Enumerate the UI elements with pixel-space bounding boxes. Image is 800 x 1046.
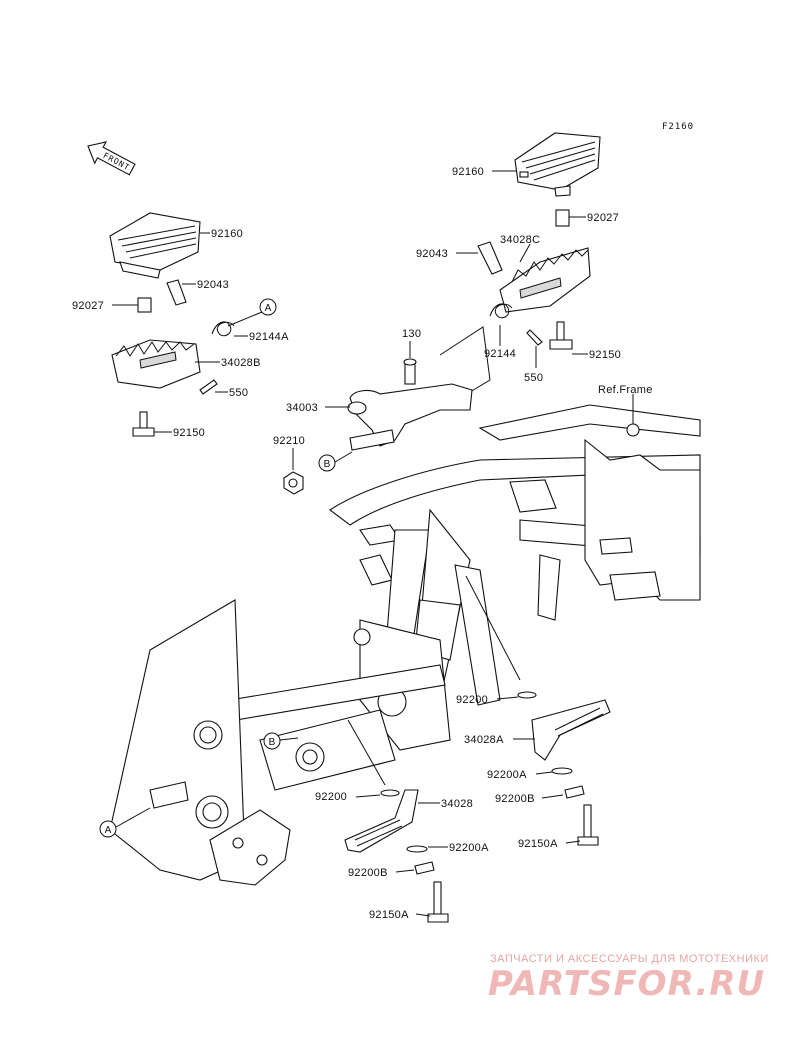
label-s-34028a: 34028A xyxy=(464,734,504,746)
label-r-550: 550 xyxy=(524,372,543,384)
circle-ref-b-top: B xyxy=(324,459,331,470)
pin-92150a-lower xyxy=(427,881,449,923)
figure-code: F2160 xyxy=(662,122,694,132)
washer-92200a-lower xyxy=(406,845,428,853)
label-l-92144a: 92144A xyxy=(249,331,289,343)
clip-92200b-upper xyxy=(564,785,585,799)
pin-92150a-upper xyxy=(577,804,599,846)
circle-ref-a-bottom: A xyxy=(105,825,112,836)
right-pin xyxy=(477,241,503,275)
label-p-92210: 92210 xyxy=(273,435,305,447)
label-r-92043: 92043 xyxy=(416,248,448,260)
label-s-92150a-lower: 92150A xyxy=(369,909,409,921)
right-footpeg-rubber xyxy=(514,132,601,197)
left-pin xyxy=(166,279,187,306)
left-cotter-pin xyxy=(199,379,218,395)
label-l-92043: 92043 xyxy=(197,279,229,291)
washer-92200a-upper xyxy=(551,767,573,775)
step-bracket-34028 xyxy=(344,789,419,853)
label-s-92200b-lower: 92200B xyxy=(348,867,388,879)
watermark-brand: PARTSFOR.RU xyxy=(488,964,765,1004)
right-spring xyxy=(489,303,513,319)
label-r-92160: 92160 xyxy=(452,166,484,178)
washer-92200-upper xyxy=(517,691,537,699)
front-arrow-icon: FRONT xyxy=(87,141,136,176)
label-l-550: 550 xyxy=(229,387,248,399)
label-s-92200-lower: 92200 xyxy=(315,791,347,803)
circle-ref-a-top: A xyxy=(265,303,272,314)
label-p-130: 130 xyxy=(402,328,421,340)
lever-stub xyxy=(403,358,417,385)
label-p-34003: 34003 xyxy=(286,402,318,414)
left-bolt xyxy=(132,411,155,437)
label-s-34028: 34028 xyxy=(441,798,473,810)
ref-frame xyxy=(109,404,701,886)
label-r-92027: 92027 xyxy=(587,212,619,224)
label-s-92150a-upper: 92150A xyxy=(518,838,558,850)
watermark-caption: ЗАПЧАСТИ И АКСЕССУАРЫ ДЛЯ МОТОТЕХНИКИ xyxy=(490,953,769,965)
ref-frame-label: Ref.Frame xyxy=(598,384,653,396)
label-l-92160: 92160 xyxy=(211,228,243,240)
brake-lever-arm xyxy=(347,383,473,451)
washer-92200-lower xyxy=(380,789,400,797)
label-r-92144: 92144 xyxy=(484,348,516,360)
label-s-92200b-upper: 92200B xyxy=(495,793,535,805)
left-collar xyxy=(137,297,152,313)
label-r-34028c: 34028C xyxy=(500,234,540,246)
step-bracket-34028a xyxy=(531,699,611,761)
left-footpeg-bracket xyxy=(111,339,201,389)
right-cotter-pin xyxy=(526,329,543,346)
label-r-92150: 92150 xyxy=(589,349,621,361)
label-l-92150: 92150 xyxy=(173,427,205,439)
lever-nut xyxy=(283,471,304,495)
right-footpeg-bracket xyxy=(499,247,591,313)
right-bolt xyxy=(549,321,573,350)
label-s-92200a-lower: 92200A xyxy=(449,842,489,854)
clip-92200b-lower xyxy=(414,861,435,875)
label-s-92200a-upper: 92200A xyxy=(487,769,527,781)
label-s-92200-upper: 92200 xyxy=(456,694,488,706)
label-l-92027: 92027 xyxy=(72,300,104,312)
circle-ref-b-bottom: B xyxy=(269,737,276,748)
right-collar xyxy=(555,209,570,227)
label-l-34028b: 34028B xyxy=(221,357,261,369)
left-spring xyxy=(211,321,235,337)
left-footpeg-rubber xyxy=(109,212,201,279)
